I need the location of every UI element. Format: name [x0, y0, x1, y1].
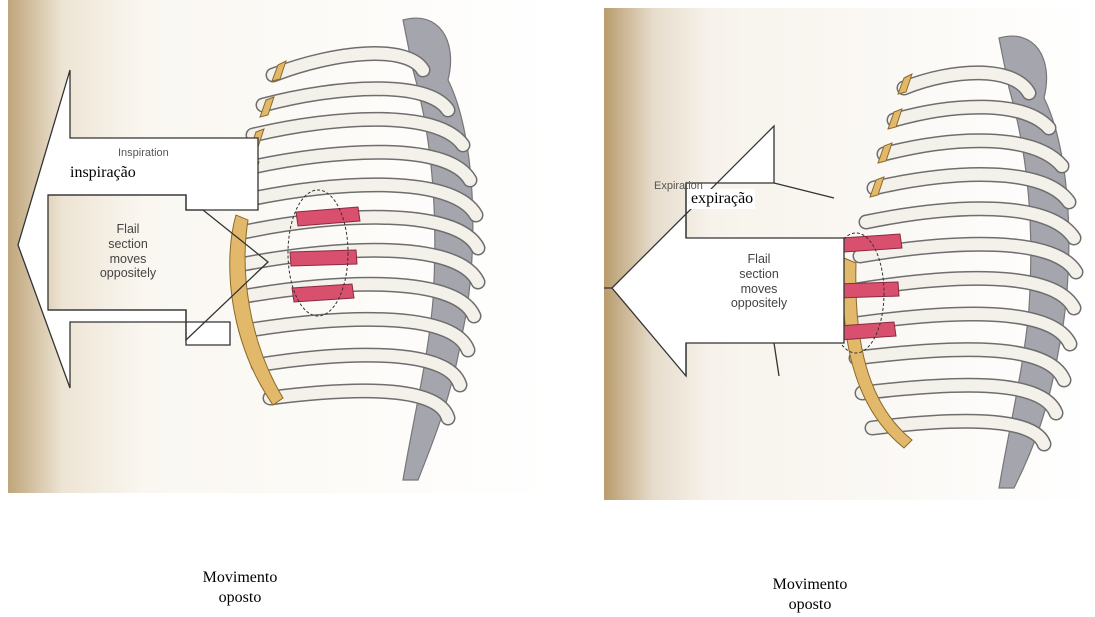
flail-segment	[836, 282, 899, 298]
inspiration-figure: Inspiration inspiração Flail section mov…	[8, 0, 553, 493]
expiration-figure: Expiration expiração Flail section moves…	[604, 8, 1095, 500]
inspiracao-label: inspiração	[68, 163, 138, 183]
flail-label: Flail section moves oppositely	[73, 222, 183, 281]
right-caption: Movimento oposto	[740, 575, 880, 615]
expiracao-label: expiração	[689, 189, 755, 209]
left-caption: Movimento oposto	[170, 568, 310, 608]
expiration-illustration	[604, 8, 1095, 500]
flail-segments	[290, 207, 360, 302]
printed-arrow-label: Inspiration	[118, 147, 169, 159]
flail-segment	[290, 250, 357, 266]
flail-label: Flail section moves oppositely	[704, 252, 814, 311]
